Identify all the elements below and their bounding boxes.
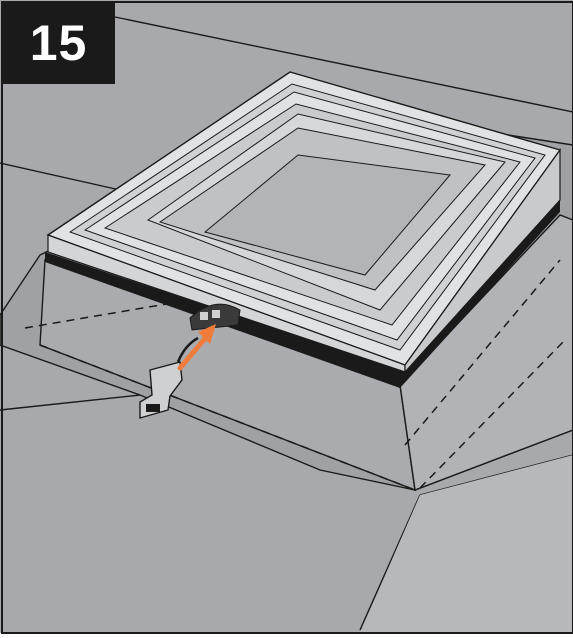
glass-opening: [203, 154, 451, 276]
mounting-clip-icon: [139, 336, 199, 419]
insert-direction-arrow-icon: [177, 324, 216, 371]
flashing-side: [399, 214, 573, 491]
roof-strip: [360, 455, 573, 633]
gasket-strip-side: [400, 198, 560, 388]
step-number-badge: 15: [2, 2, 115, 84]
